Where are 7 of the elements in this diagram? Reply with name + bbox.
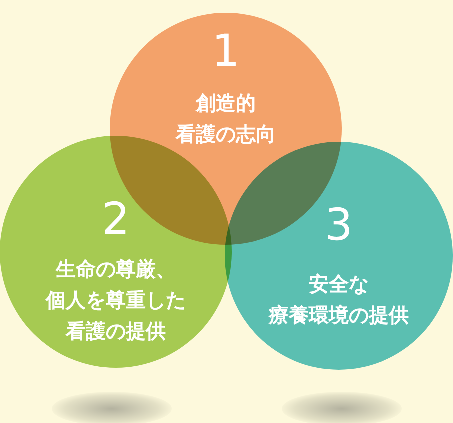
circle-label: 生命の尊厳、個人を尊重した看護の提供 (44, 256, 187, 345)
circle-number: 2 (101, 196, 131, 244)
venn-circle (225, 142, 453, 370)
circle-label: 創造的看護の志向 (174, 90, 277, 148)
circle-number: 1 (211, 28, 241, 76)
circle-label: 安全な療養環境の提供 (268, 271, 410, 329)
circle-number: 3 (324, 202, 354, 250)
